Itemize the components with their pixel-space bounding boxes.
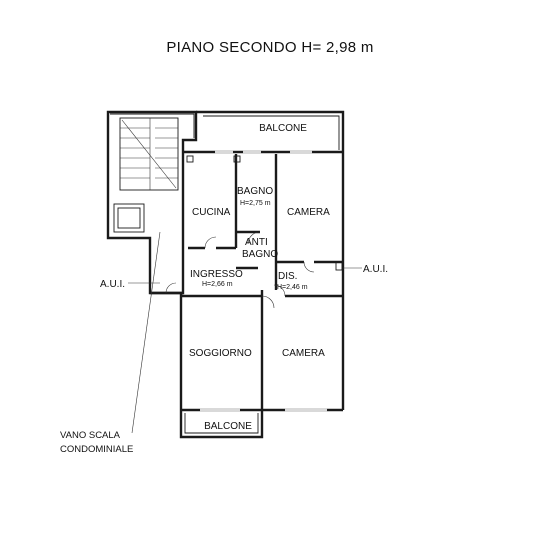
bagno-label: BAGNO — [237, 186, 273, 197]
camera-top-label: CAMERA — [287, 207, 330, 218]
camera-bottom-label: CAMERA — [282, 348, 325, 359]
vano-scala-label-2: CONDOMINIALE — [60, 444, 133, 455]
balcone-bottom: BALCONE — [179, 410, 264, 439]
bagno-height: H=2,75 m — [240, 200, 271, 207]
balcone-top-label: BALCONE — [259, 123, 307, 134]
ingresso-height: H=2,66 m — [202, 281, 233, 288]
ingresso-label: INGRESSO — [190, 269, 243, 280]
cucina-label: CUCINA — [192, 207, 231, 218]
aui-left-label: A.U.I. — [100, 279, 125, 290]
balcone-top: BALCONE — [196, 110, 345, 152]
aui-left-marker: A.U.I. — [100, 279, 160, 290]
balcone-bottom-label: BALCONE — [204, 421, 252, 432]
antibagno-label-1: ANTI — [245, 237, 268, 248]
stair-flight-upper — [119, 117, 179, 191]
aui-right-marker: A.U.I. — [343, 264, 388, 275]
plan-title: PIANO SECONDO H= 2,98 m — [166, 39, 373, 56]
aui-right-label: A.U.I. — [363, 264, 388, 275]
stairwell — [106, 110, 198, 295]
interior-partitions — [165, 154, 343, 410]
antibagno-label-2: BAGNO — [242, 249, 278, 260]
elevator-shaft — [113, 203, 145, 233]
vano-scala-label-1: VANO SCALA — [60, 430, 121, 441]
dis-height: H=2,46 m — [277, 284, 308, 291]
dis-label: DIS. — [278, 271, 297, 282]
vano-scala-note: VANO SCALA CONDOMINIALE — [60, 231, 161, 455]
soggiorno-label: SOGGIORNO — [189, 348, 252, 359]
